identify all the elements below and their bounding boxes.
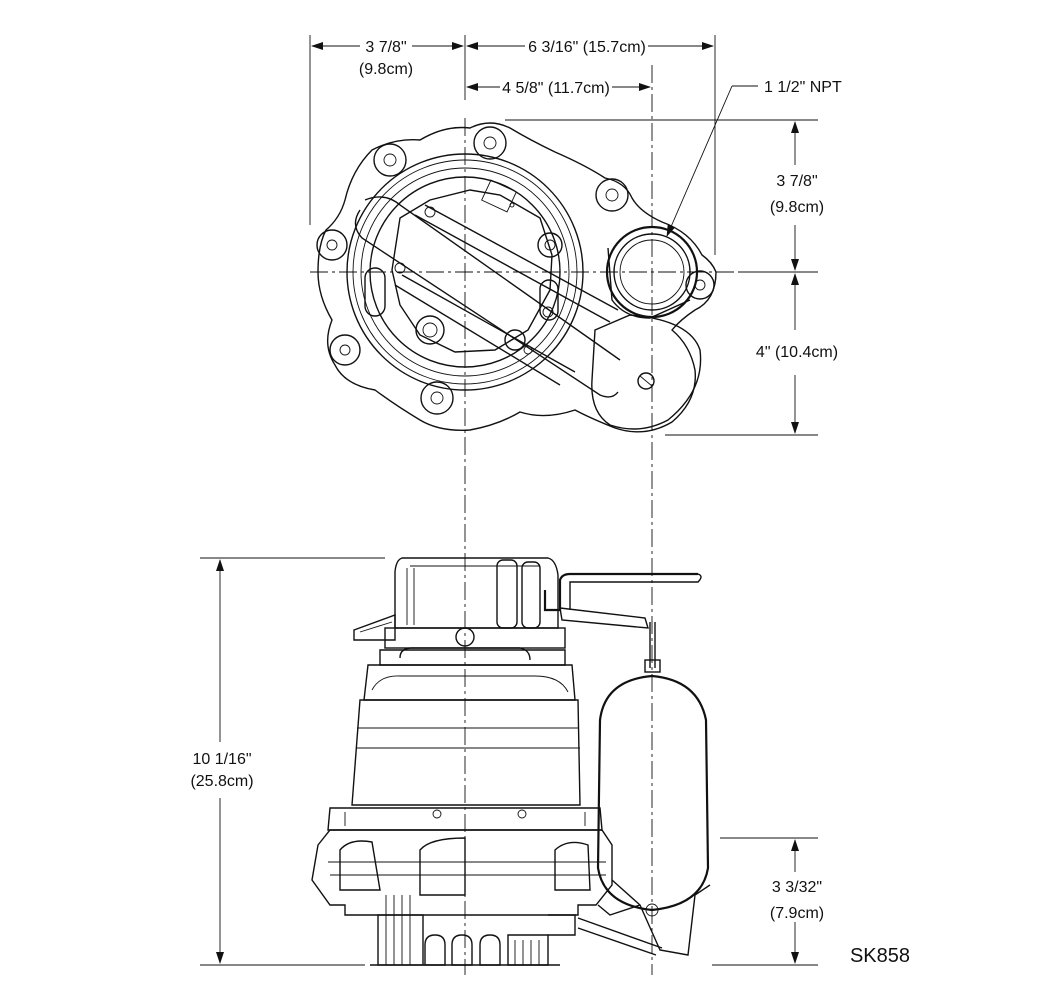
- dim-base-height-metric: (7.9cm): [770, 905, 824, 922]
- npt-leader: [666, 85, 758, 237]
- dim-inner-width: 4 5/8" (11.7cm): [502, 80, 610, 97]
- center-lines: [310, 65, 815, 975]
- dim-right-lower-height: 4" (10.4cm): [756, 344, 838, 361]
- dim-right-upper-height-metric: (9.8cm): [770, 199, 824, 216]
- side-dimensions: [200, 557, 818, 966]
- pump-side-view: [311, 557, 711, 966]
- dim-overall-height: 10 1/16": [192, 751, 251, 768]
- part-number: SK858: [850, 945, 910, 967]
- callout-npt: 1 1/2" NPT: [764, 79, 842, 96]
- right-dimensions-top: [505, 119, 818, 436]
- top-dimensions: [309, 35, 716, 255]
- dim-top-left-width: 3 7/8": [365, 39, 406, 56]
- dim-right-upper-height: 3 7/8": [776, 173, 817, 190]
- dim-overall-height-metric: (25.8cm): [190, 773, 253, 790]
- dim-top-left-width-metric: (9.8cm): [359, 61, 413, 78]
- pump-top-view: [316, 122, 717, 433]
- dim-top-right-width: 6 3/16" (15.7cm): [528, 39, 646, 56]
- dim-base-height: 3 3/32": [772, 879, 822, 896]
